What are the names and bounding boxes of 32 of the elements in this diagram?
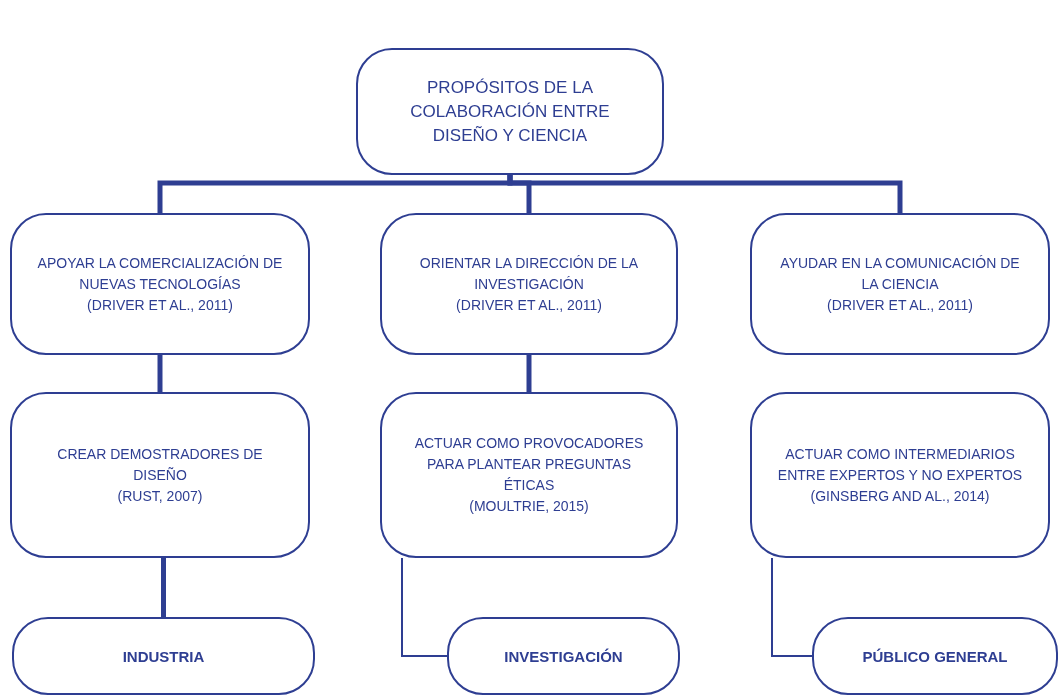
connector-line (161, 558, 166, 617)
purpose-box (750, 213, 1050, 355)
purpose-box (10, 213, 310, 355)
node-text: APOYAR LA COMERCIALIZACIÓN DE NUEVAS TECNOLOGÍAS (36, 253, 284, 294)
node-text: PROPÓSITOS DE LA COLABORACIÓN ENTRE DISEÑO Y CIENCIA (409, 76, 611, 147)
citation-text: (DRIVER ET AL., 2011) (87, 295, 233, 315)
connector-line (526, 355, 532, 392)
audience-box (447, 617, 680, 695)
node-text: ORIENTAR LA DIRECCIÓN DE LA INVESTIGACIÓN (418, 253, 640, 294)
node-text: CREAR DEMOSTRADORES DE DISEÑO (56, 444, 264, 485)
purpose-box (380, 213, 678, 355)
node-text: ACTUAR COMO PROVOCADORES PARA PLANTEAR PREGUNTAS ÉTICAS (413, 434, 645, 495)
connector-line (401, 557, 448, 657)
citation-text: (DRIVER ET AL., 2011) (456, 295, 602, 315)
node-text: PÚBLICO GENERAL (862, 646, 1008, 667)
connector-line (771, 557, 813, 657)
citation-text: (GINSBERG AND AL., 2014) (810, 486, 990, 506)
node-text: INDUSTRIA (122, 646, 205, 667)
node-text: ACTUAR COMO INTERMEDIARIOS ENTRE EXPERTOS Y NO EXPERTOS (776, 444, 1024, 485)
node-text: AYUDAR EN LA COMUNICACIÓN DE LA CIENCIA (779, 253, 1021, 294)
connector-line (507, 175, 903, 213)
connector-line (157, 355, 163, 392)
purpose-box (750, 392, 1050, 558)
citation-text: (DRIVER ET AL., 2011) (827, 295, 973, 315)
citation-text: (MOULTRIE, 2015) (469, 497, 589, 516)
purpose-box (10, 392, 310, 558)
node-text: INVESTIGACIÓN (504, 646, 623, 667)
citation-text: (RUST, 2007) (117, 486, 203, 506)
purpose-box (380, 392, 678, 558)
title-box (356, 48, 664, 175)
audience-box (12, 617, 315, 695)
audience-box (812, 617, 1058, 695)
